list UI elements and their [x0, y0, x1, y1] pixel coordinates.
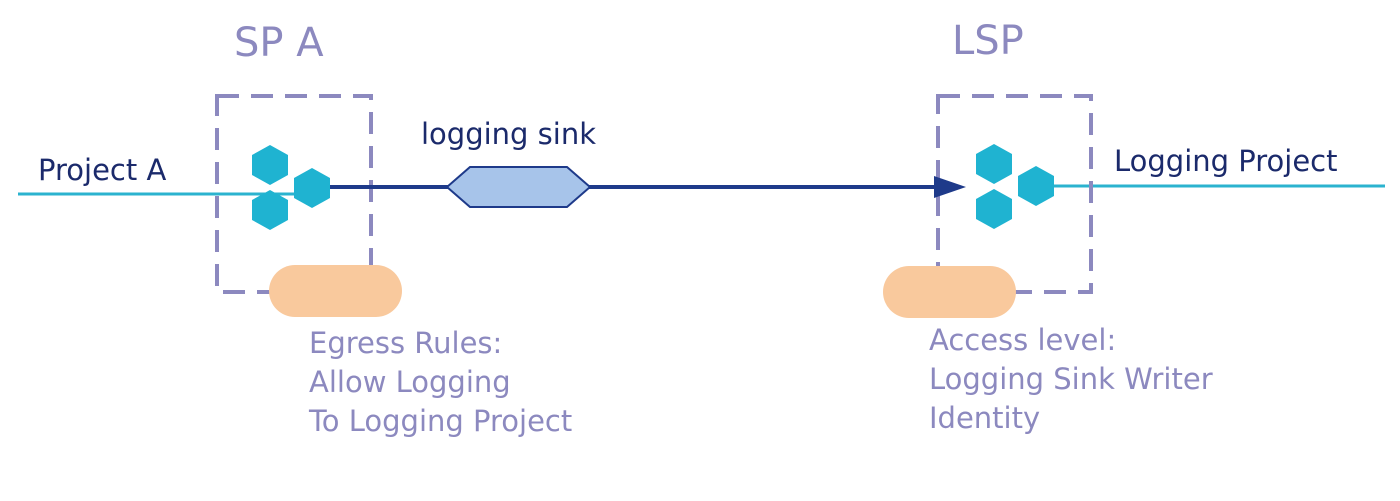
egress-rules-line: Allow Logging — [309, 365, 511, 399]
hexagon-icon — [294, 168, 330, 208]
hexagon-icon — [252, 145, 288, 185]
hexagon-icon — [1018, 166, 1054, 206]
logging-sink-shape — [445, 166, 592, 208]
egress-rules-heading: Egress Rules: — [309, 326, 502, 360]
access-level-heading: Access level: — [929, 323, 1116, 357]
hexagon-cluster-icon — [976, 144, 1054, 229]
access-level-line: Logging Sink Writer — [929, 362, 1213, 396]
access-level-pill — [883, 266, 1016, 318]
sp-a-title: SP A — [234, 20, 324, 66]
logging-sink-label: logging sink — [421, 117, 596, 151]
hexagon-icon — [976, 144, 1012, 184]
hexagon-icon — [252, 190, 288, 230]
triangle-arrowhead-icon — [934, 176, 966, 198]
lsp-perimeter-box — [936, 94, 1093, 294]
logging-project-label: Logging Project — [1114, 144, 1338, 178]
hexagon-cluster-icon — [252, 145, 330, 230]
project-a-label: Project A — [38, 153, 166, 187]
egress-rules-line: To Logging Project — [308, 404, 572, 438]
hexagon-icon — [976, 189, 1012, 229]
egress-rule-pill — [269, 265, 402, 317]
access-level-line: Identity — [929, 401, 1040, 435]
lsp-title: LSP — [952, 18, 1024, 64]
